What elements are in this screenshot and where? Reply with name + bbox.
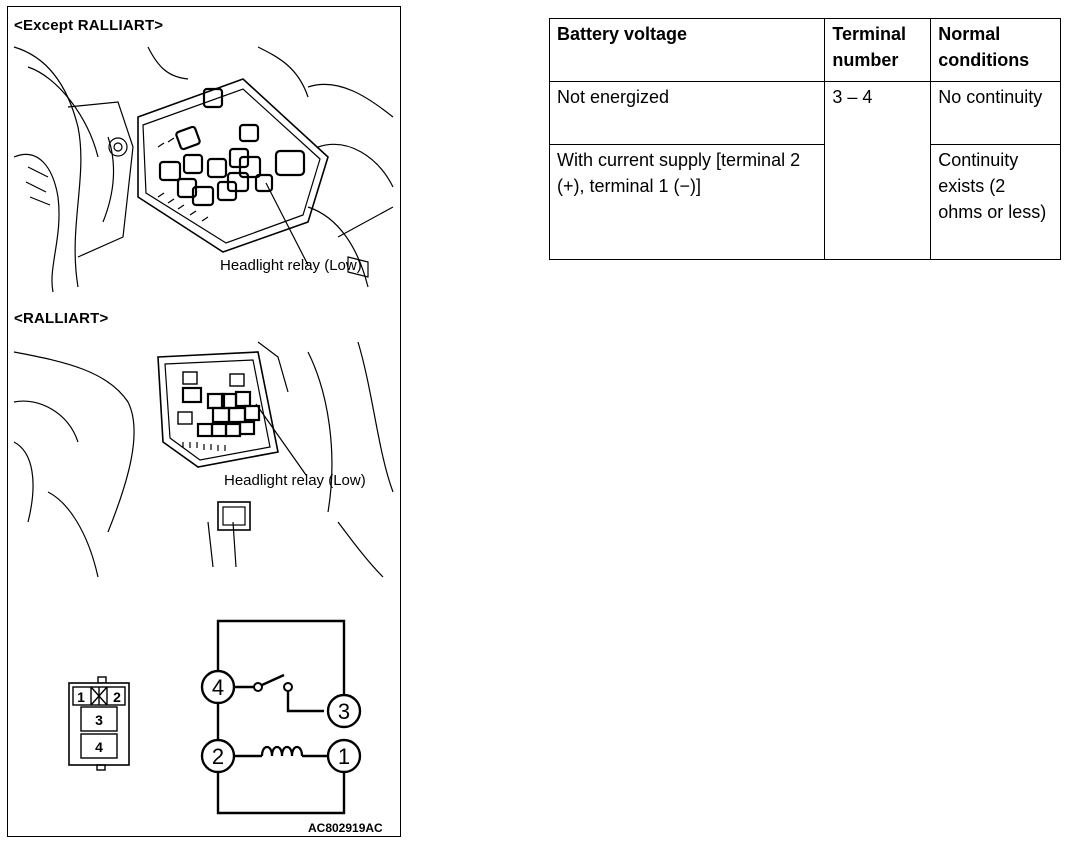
callout-headlight-relay-low-except: Headlight relay (Low) [220, 257, 362, 274]
cell-battery-voltage: With current supply [terminal 2 (+), ter… [548, 144, 826, 260]
connector-terminal-3: 3 [95, 712, 103, 728]
relay-circuit-schematic: 4 3 2 1 [200, 619, 362, 815]
circuit-terminal-4: 4 [212, 675, 224, 700]
circuit-terminal-3: 3 [338, 699, 350, 724]
relay-connector-diagram: 1 2 3 4 [68, 676, 130, 771]
engine-bay-illustration-except-ralliart [13, 46, 394, 293]
connector-terminal-4: 4 [95, 739, 103, 755]
table-row: With current supply [terminal 2 (+), ter… [548, 144, 1061, 260]
cell-terminal-number: 3 – 4 [824, 81, 932, 260]
cell-normal-condition: No continuity [930, 81, 1061, 145]
table-header-row: Battery voltage Terminal number Normal c… [548, 18, 1061, 82]
header-normal-conditions: Normal conditions [930, 18, 1061, 82]
cell-battery-voltage: Not energized [548, 81, 826, 145]
circuit-terminal-1: 1 [338, 744, 350, 769]
engine-bay-illustration-ralliart [13, 341, 394, 578]
relay-check-table: Battery voltage Terminal number Normal c… [548, 18, 1061, 260]
label-ralliart: <RALLIART> [14, 310, 109, 327]
cell-normal-condition: Continuity exists (2 ohms or less) [930, 144, 1061, 260]
callout-headlight-relay-low-ralliart: Headlight relay (Low) [224, 472, 366, 489]
connector-terminal-1: 1 [77, 689, 85, 705]
label-except-ralliart: <Except RALLIART> [14, 17, 164, 34]
circuit-terminal-2: 2 [212, 744, 224, 769]
connector-terminal-2: 2 [113, 689, 121, 705]
header-battery-voltage: Battery voltage [548, 18, 826, 82]
figure-id: AC802919AC [308, 821, 383, 835]
header-terminal-number: Terminal number [824, 18, 932, 82]
figure-panel: <Except RALLIART> [7, 6, 401, 837]
table-row: Not energized 3 – 4 No continuity [548, 81, 1061, 260]
